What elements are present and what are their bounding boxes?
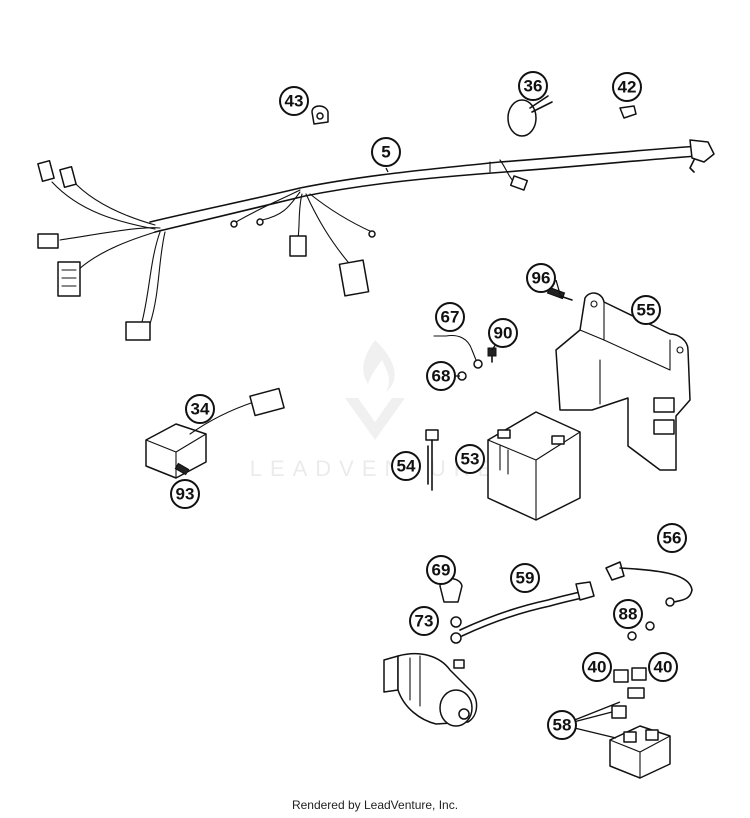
- svg-text:42: 42: [618, 78, 637, 97]
- callout-93[interactable]: 93: [170, 479, 200, 509]
- svg-text:55: 55: [637, 301, 656, 320]
- watermark-logo: LEADVENTURE: [250, 340, 501, 481]
- part-59-cable: [459, 581, 595, 637]
- callout-54[interactable]: 54: [391, 451, 421, 481]
- svg-text:73: 73: [415, 612, 434, 631]
- callout-56[interactable]: 56: [657, 523, 687, 553]
- part-40-covers: [613, 667, 647, 699]
- part-67-cable: [433, 334, 483, 369]
- part-36-cable-tie: [507, 95, 553, 137]
- callout-55[interactable]: 55: [631, 295, 661, 325]
- part-93-screw: [174, 462, 190, 476]
- svg-text:56: 56: [663, 529, 682, 548]
- part-88-screws: [627, 621, 655, 641]
- svg-text:5: 5: [381, 143, 390, 162]
- callout-90[interactable]: 90: [488, 318, 518, 348]
- svg-text:69: 69: [432, 561, 451, 580]
- callout-40-right[interactable]: 40: [648, 652, 678, 682]
- starter-motor: [383, 652, 478, 727]
- svg-text:54: 54: [397, 457, 416, 476]
- callout-96[interactable]: 96: [526, 263, 556, 293]
- svg-text:40: 40: [588, 658, 607, 677]
- callout-42[interactable]: 42: [612, 72, 642, 102]
- footer-credit: Rendered by LeadVenture, Inc.: [291, 798, 459, 812]
- svg-text:43: 43: [285, 92, 304, 111]
- callout-69[interactable]: 69: [426, 555, 456, 585]
- part-58-starter-relay: [609, 705, 671, 779]
- part-34-regulator: [145, 387, 285, 479]
- watermark-text: LEADVENTURE: [250, 456, 501, 481]
- callout-40-left[interactable]: 40: [582, 652, 612, 682]
- part-43-grommet: [311, 105, 329, 125]
- callout-5[interactable]: 5: [371, 137, 401, 167]
- part-90-screw: [487, 347, 497, 363]
- svg-text:34: 34: [191, 400, 210, 419]
- callout-36[interactable]: 36: [518, 71, 548, 101]
- svg-text:40: 40: [654, 658, 673, 677]
- svg-text:36: 36: [524, 77, 543, 96]
- svg-text:58: 58: [553, 716, 572, 735]
- part-73-nut: [450, 616, 462, 644]
- part-55-battery-holder: [555, 292, 691, 471]
- svg-text:68: 68: [432, 367, 451, 386]
- svg-text:53: 53: [461, 450, 480, 469]
- part-42-clip: [619, 105, 637, 119]
- svg-text:88: 88: [619, 605, 638, 624]
- callout-73[interactable]: 73: [409, 606, 439, 636]
- part-56-cable: [605, 561, 693, 607]
- part-54-vent-hose: [425, 429, 439, 491]
- part-53-battery: [487, 411, 581, 521]
- callout-34[interactable]: 34: [185, 394, 215, 424]
- callout-68[interactable]: 68: [426, 361, 456, 391]
- svg-text:96: 96: [532, 269, 551, 288]
- callout-53[interactable]: 53: [455, 444, 485, 474]
- callout-88[interactable]: 88: [613, 599, 643, 629]
- svg-text:93: 93: [176, 485, 195, 504]
- svg-text:90: 90: [494, 324, 513, 343]
- callout-59[interactable]: 59: [510, 563, 540, 593]
- callout-43[interactable]: 43: [279, 86, 309, 116]
- wiring-harness: [37, 139, 715, 341]
- callout-58[interactable]: 58: [547, 710, 577, 740]
- callout-67[interactable]: 67: [435, 302, 465, 332]
- svg-text:67: 67: [441, 308, 460, 327]
- svg-text:59: 59: [516, 569, 535, 588]
